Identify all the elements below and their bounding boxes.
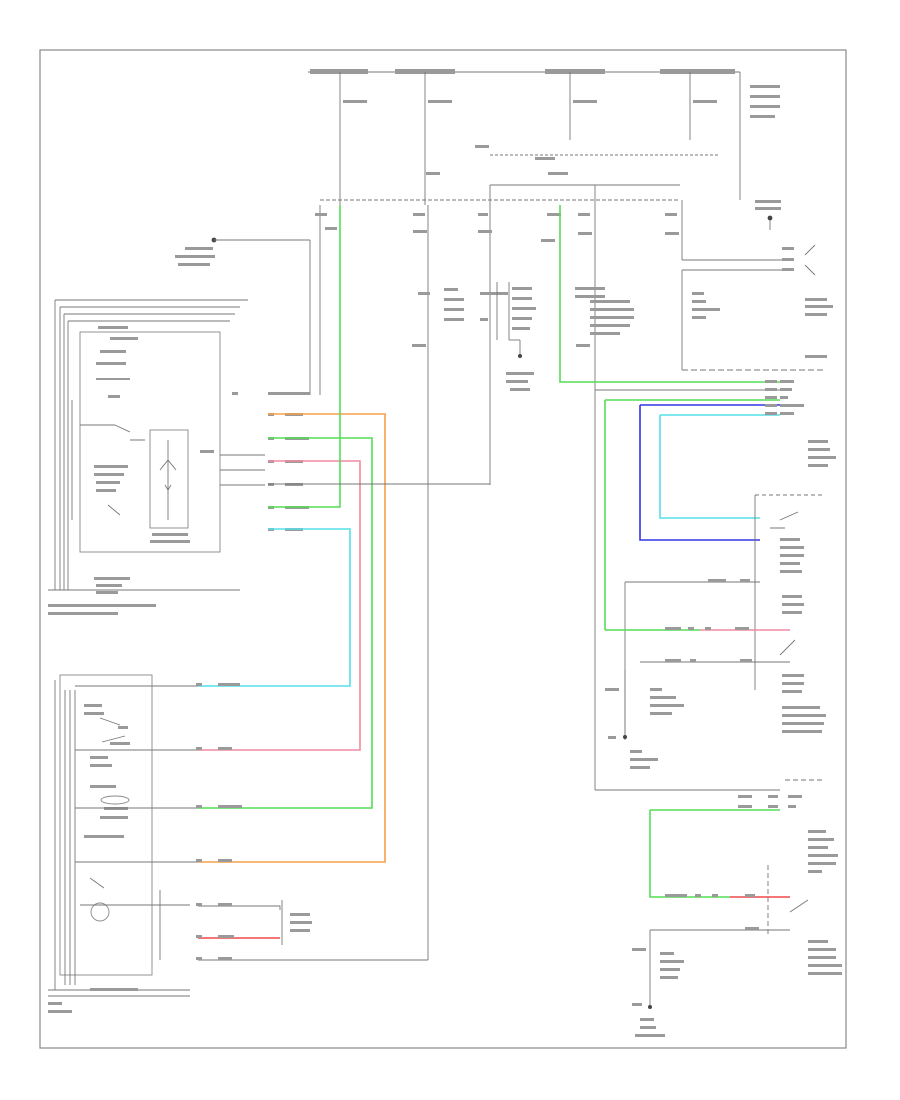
wire-right-sensor-c [640, 659, 790, 663]
wire-right-sensor-b [605, 627, 790, 631]
ground-symbol-upper-left [175, 237, 311, 395]
wire-green-right-c [604, 399, 780, 630]
lower-right-bus [595, 779, 842, 975]
connector-right-block [754, 380, 836, 733]
wire-pink [198, 460, 361, 751]
ground-symbol-bottom-right [632, 930, 684, 1037]
control-unit-left [48, 299, 265, 615]
diagram-frame [39, 49, 847, 1049]
wire-green-a [198, 437, 373, 809]
fuse-drop-wires [319, 185, 825, 960]
wire-ends-lower-left [75, 683, 428, 961]
wire-green-right-bus [559, 205, 780, 383]
wire-cyan-right [659, 414, 780, 519]
wire-orange [198, 413, 386, 863]
ground-symbol-top-right [755, 200, 833, 316]
switch-unit-lower-left [48, 674, 190, 1013]
wire-blue-right [639, 404, 780, 541]
wire-green-b [268, 205, 341, 508]
ground-symbol-right-mid [605, 670, 684, 769]
relay-group-middle [315, 213, 827, 391]
wire-cyan [198, 528, 351, 687]
fuse-box-top [308, 69, 780, 205]
